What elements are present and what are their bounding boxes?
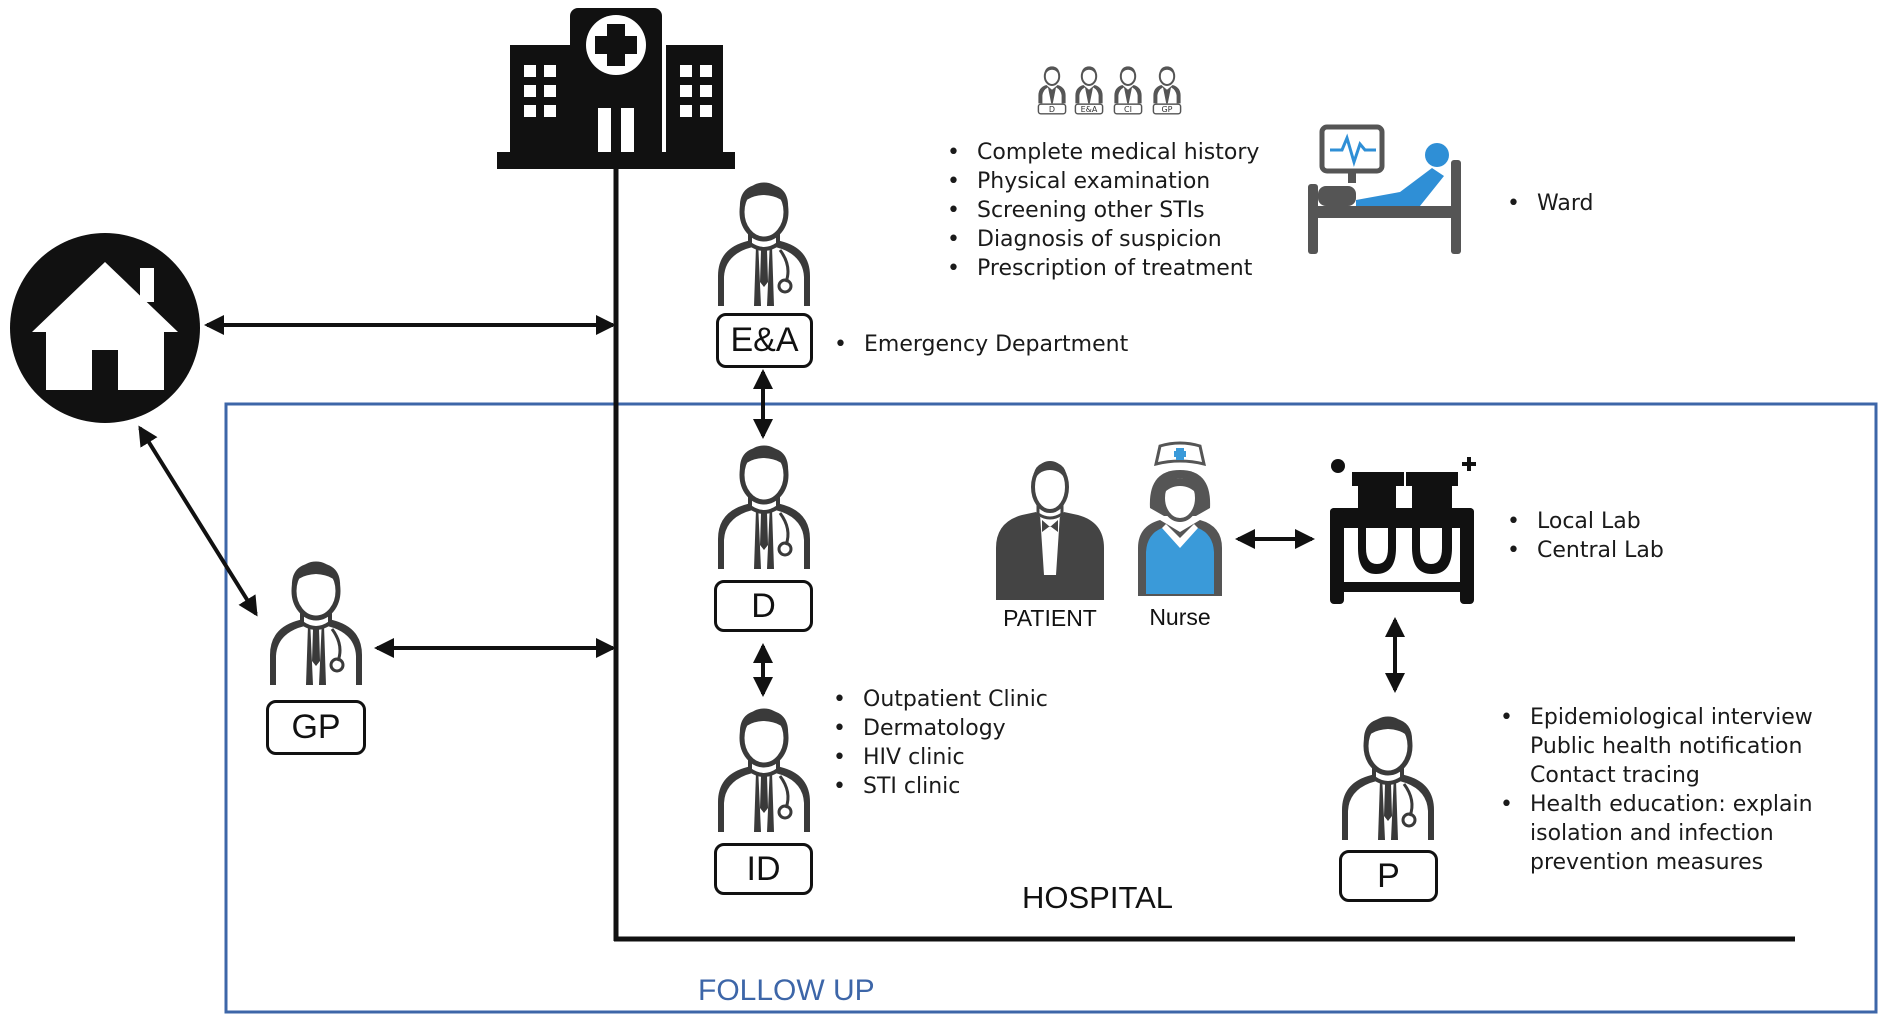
doctor-stethoscope-icon [718, 447, 810, 569]
clinic-list: Outpatient Clinic Dermatology HIV clinic… [833, 685, 1048, 801]
gp-label-box: GP [266, 700, 366, 755]
patient-icon [996, 461, 1104, 600]
test-tube-rack-icon [1330, 457, 1476, 604]
public-health-list: Epidemiological interview Public health … [1500, 703, 1813, 877]
doctor-stethoscope-icon [718, 184, 810, 306]
list-item: Dermatology [833, 714, 1048, 743]
list-item: Ward [1507, 189, 1593, 218]
mini-doctor-tag: D [1049, 105, 1055, 114]
mini-doctor-tag: GP [1161, 105, 1172, 114]
list-item: Physical examination [947, 167, 1259, 196]
list-item: Central Lab [1507, 536, 1664, 565]
list-item: prevention measures [1530, 850, 1764, 875]
nurse-icon [1138, 441, 1222, 596]
list-item: STI clinic [833, 772, 1048, 801]
list-item: Local Lab [1507, 507, 1664, 536]
list-item: Screening other STIs [947, 196, 1259, 225]
list-item: Diagnosis of suspicion [947, 225, 1259, 254]
hospital-label: HOSPITAL [1022, 880, 1174, 915]
list-item: Prescription of treatment [947, 254, 1259, 283]
list-item: HIV clinic [833, 743, 1048, 772]
nurse-label: Nurse [1149, 604, 1211, 630]
emergency-list: Emergency Department [834, 330, 1128, 359]
d-label-box: D [714, 580, 813, 632]
list-item: Complete medical history [947, 138, 1259, 167]
ward-list: Ward [1507, 189, 1593, 218]
house-icon [10, 233, 200, 423]
doctor-stethoscope-icon [270, 563, 362, 685]
doctor-stethoscope-icon [1342, 718, 1434, 840]
mini-doctor-tag: CI [1124, 105, 1132, 114]
list-item: isolation and infection [1530, 821, 1774, 846]
id-label-box: ID [714, 843, 813, 895]
home-gp-arrow [138, 425, 258, 617]
follow-up-label: FOLLOW UP [698, 974, 875, 1007]
list-item: Outpatient Clinic [833, 685, 1048, 714]
lab-list: Local Lab Central Lab [1507, 507, 1664, 565]
mini-doctors-group [1037, 65, 1182, 115]
follow-up-frame [224, 402, 1878, 1014]
doctor-stethoscope-icon [718, 710, 810, 832]
hospital-bed-monitor-icon [1308, 124, 1461, 254]
list-item: Epidemiological interview [1500, 703, 1813, 732]
ea-label-box: E&A [716, 313, 813, 368]
list-item: Emergency Department [834, 330, 1128, 359]
p-label-box: P [1339, 850, 1438, 902]
list-item: Contact tracing [1530, 763, 1700, 788]
mini-doctor-tag: E&A [1081, 105, 1098, 114]
hospital-building-icon [497, 8, 735, 169]
hospital-actions-list: Complete medical history Physical examin… [947, 138, 1259, 283]
patient-label: PATIENT [1003, 605, 1097, 631]
list-item: Health education: explain [1500, 790, 1813, 819]
list-item: Public health notification [1530, 734, 1803, 759]
